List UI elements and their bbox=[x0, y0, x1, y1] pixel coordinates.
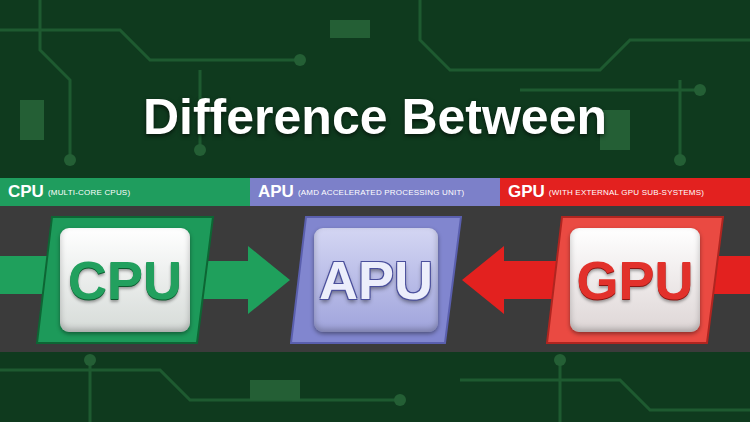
band-subtitle: (MULTI-CORE CPUS) bbox=[48, 188, 130, 197]
band-heading: CPU bbox=[8, 182, 44, 202]
flow-arrow bbox=[462, 246, 558, 314]
band-heading: APU bbox=[258, 182, 294, 202]
header-band: CPU (MULTI-CORE CPUS) bbox=[0, 178, 250, 206]
chip-face: APU bbox=[314, 228, 438, 332]
header-band: APU (AMD ACCELERATED PROCESSING UNIT) bbox=[250, 178, 500, 206]
chip-label: GPU bbox=[576, 249, 693, 311]
chip-label: CPU bbox=[68, 249, 182, 311]
band-subtitle: (WITH EXTERNAL GPU SUB-SYSTEMS) bbox=[549, 188, 704, 197]
chip-label: APU bbox=[319, 249, 433, 311]
header-band: GPU (WITH EXTERNAL GPU SUB-SYSTEMS) bbox=[500, 178, 750, 206]
chip-box: CPU bbox=[36, 216, 214, 344]
flow-arrow bbox=[202, 246, 290, 314]
chip-box: APU bbox=[290, 216, 462, 344]
chip-box: GPU bbox=[546, 216, 724, 344]
chip-face: GPU bbox=[570, 228, 700, 332]
page-title: Difference Between bbox=[0, 88, 750, 146]
band-subtitle: (AMD ACCELERATED PROCESSING UNIT) bbox=[298, 188, 464, 197]
chip-face: CPU bbox=[60, 228, 190, 332]
band-heading: GPU bbox=[508, 182, 545, 202]
